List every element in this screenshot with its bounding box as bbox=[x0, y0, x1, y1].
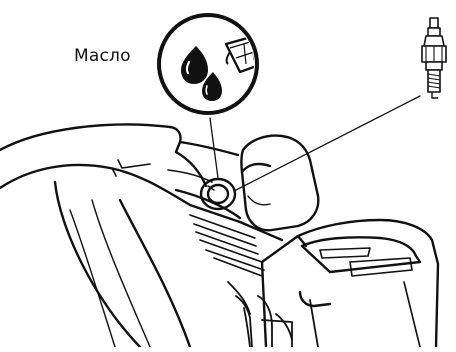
spark-plug-icon bbox=[421, 17, 447, 99]
oil-leader-line bbox=[209, 117, 219, 179]
spark-plug-boot bbox=[240, 134, 320, 232]
oil-drops-icon bbox=[157, 13, 259, 115]
engine-housing bbox=[0, 123, 208, 349]
cooling-fins bbox=[189, 214, 265, 277]
oil-label: Масло bbox=[74, 46, 131, 66]
leader-lines bbox=[209, 95, 421, 191]
lower-mechanism bbox=[227, 281, 293, 348]
spark-plug-leader-line bbox=[235, 95, 421, 191]
oil-cap bbox=[199, 177, 237, 211]
fuel-tank bbox=[260, 218, 440, 349]
